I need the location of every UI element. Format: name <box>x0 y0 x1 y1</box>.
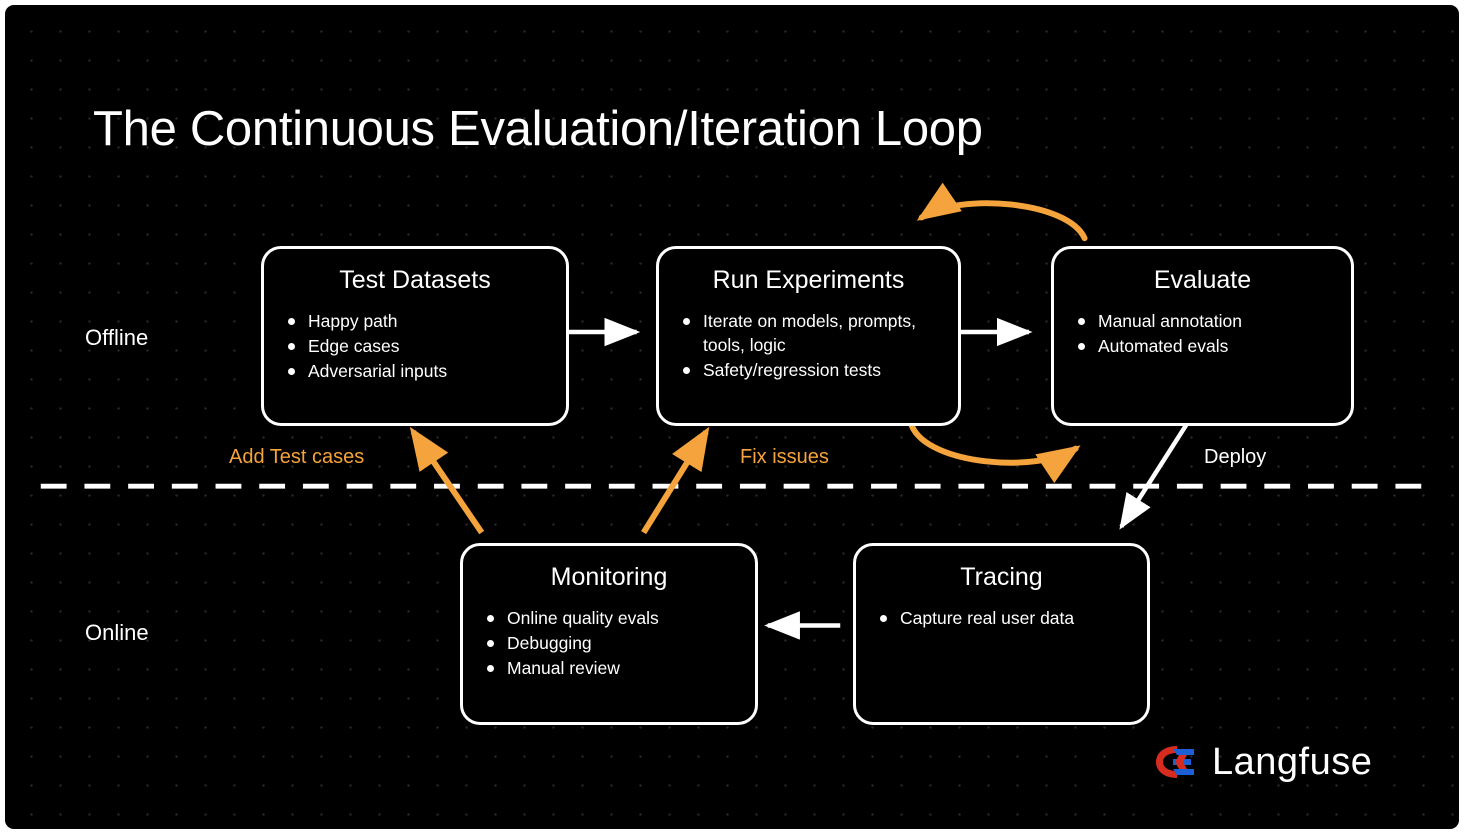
node-title: Tracing <box>960 563 1043 591</box>
node-title: Evaluate <box>1153 266 1252 294</box>
edge-evaluate-to-tracing <box>1119 422 1189 530</box>
list-item: Iterate on models, prompts, tools, logic <box>679 309 958 357</box>
node-bullet-list: Iterate on models, prompts, tools, logic… <box>659 309 958 382</box>
page-title: The Continuous Evaluation/Iteration Loop <box>93 102 983 156</box>
langfuse-logo-icon <box>1156 746 1194 778</box>
list-item: Manual review <box>483 656 755 680</box>
edge-label-fix-issues: Fix issues <box>740 446 829 468</box>
list-item: Capture real user data <box>876 606 1147 630</box>
node-title: Run Experiments <box>712 266 905 294</box>
node-tracing[interactable]: Tracing Capture real user data <box>853 543 1150 725</box>
node-run-experiments[interactable]: Run Experiments Iterate on models, promp… <box>656 246 961 426</box>
list-item: Online quality evals <box>483 606 755 630</box>
list-item: Safety/regression tests <box>679 358 958 382</box>
node-evaluate[interactable]: Evaluate Manual annotation Automated eva… <box>1051 246 1354 426</box>
edge-monitoring-to-test-datasets <box>409 426 485 535</box>
node-test-datasets[interactable]: Test Datasets Happy path Edge cases Adve… <box>261 246 569 426</box>
edge-evaluate-to-run-experiments-top <box>916 182 1088 242</box>
node-title: Monitoring <box>550 563 668 591</box>
edge-monitoring-to-run-experiments <box>641 426 710 535</box>
node-title: Test Datasets <box>339 266 491 294</box>
brand-lockup: Langfuse <box>1153 742 1372 782</box>
brand-name: Langfuse <box>1212 741 1373 783</box>
list-item: Manual annotation <box>1074 309 1351 333</box>
list-item: Adversarial inputs <box>284 359 566 383</box>
edge-run-experiments-to-evaluate-bottom <box>908 422 1081 484</box>
node-bullet-list: Happy path Edge cases Adversarial inputs <box>264 309 566 383</box>
list-item: Edge cases <box>284 334 566 358</box>
lane-label-online: Online <box>85 620 149 645</box>
list-item: Automated evals <box>1074 334 1351 358</box>
list-item: Happy path <box>284 309 566 333</box>
edge-label-deploy: Deploy <box>1204 446 1267 468</box>
node-bullet-list: Online quality evals Debugging Manual re… <box>463 606 755 680</box>
list-item: Debugging <box>483 631 755 655</box>
node-monitoring[interactable]: Monitoring Online quality evals Debuggin… <box>460 543 758 725</box>
edge-label-add-test-cases: Add Test cases <box>229 446 365 468</box>
lane-label-offline: Offline <box>85 325 149 350</box>
node-bullet-list: Capture real user data <box>856 606 1147 630</box>
diagram-edges-layer <box>40 182 1424 640</box>
node-bullet-list: Manual annotation Automated evals <box>1054 309 1351 358</box>
